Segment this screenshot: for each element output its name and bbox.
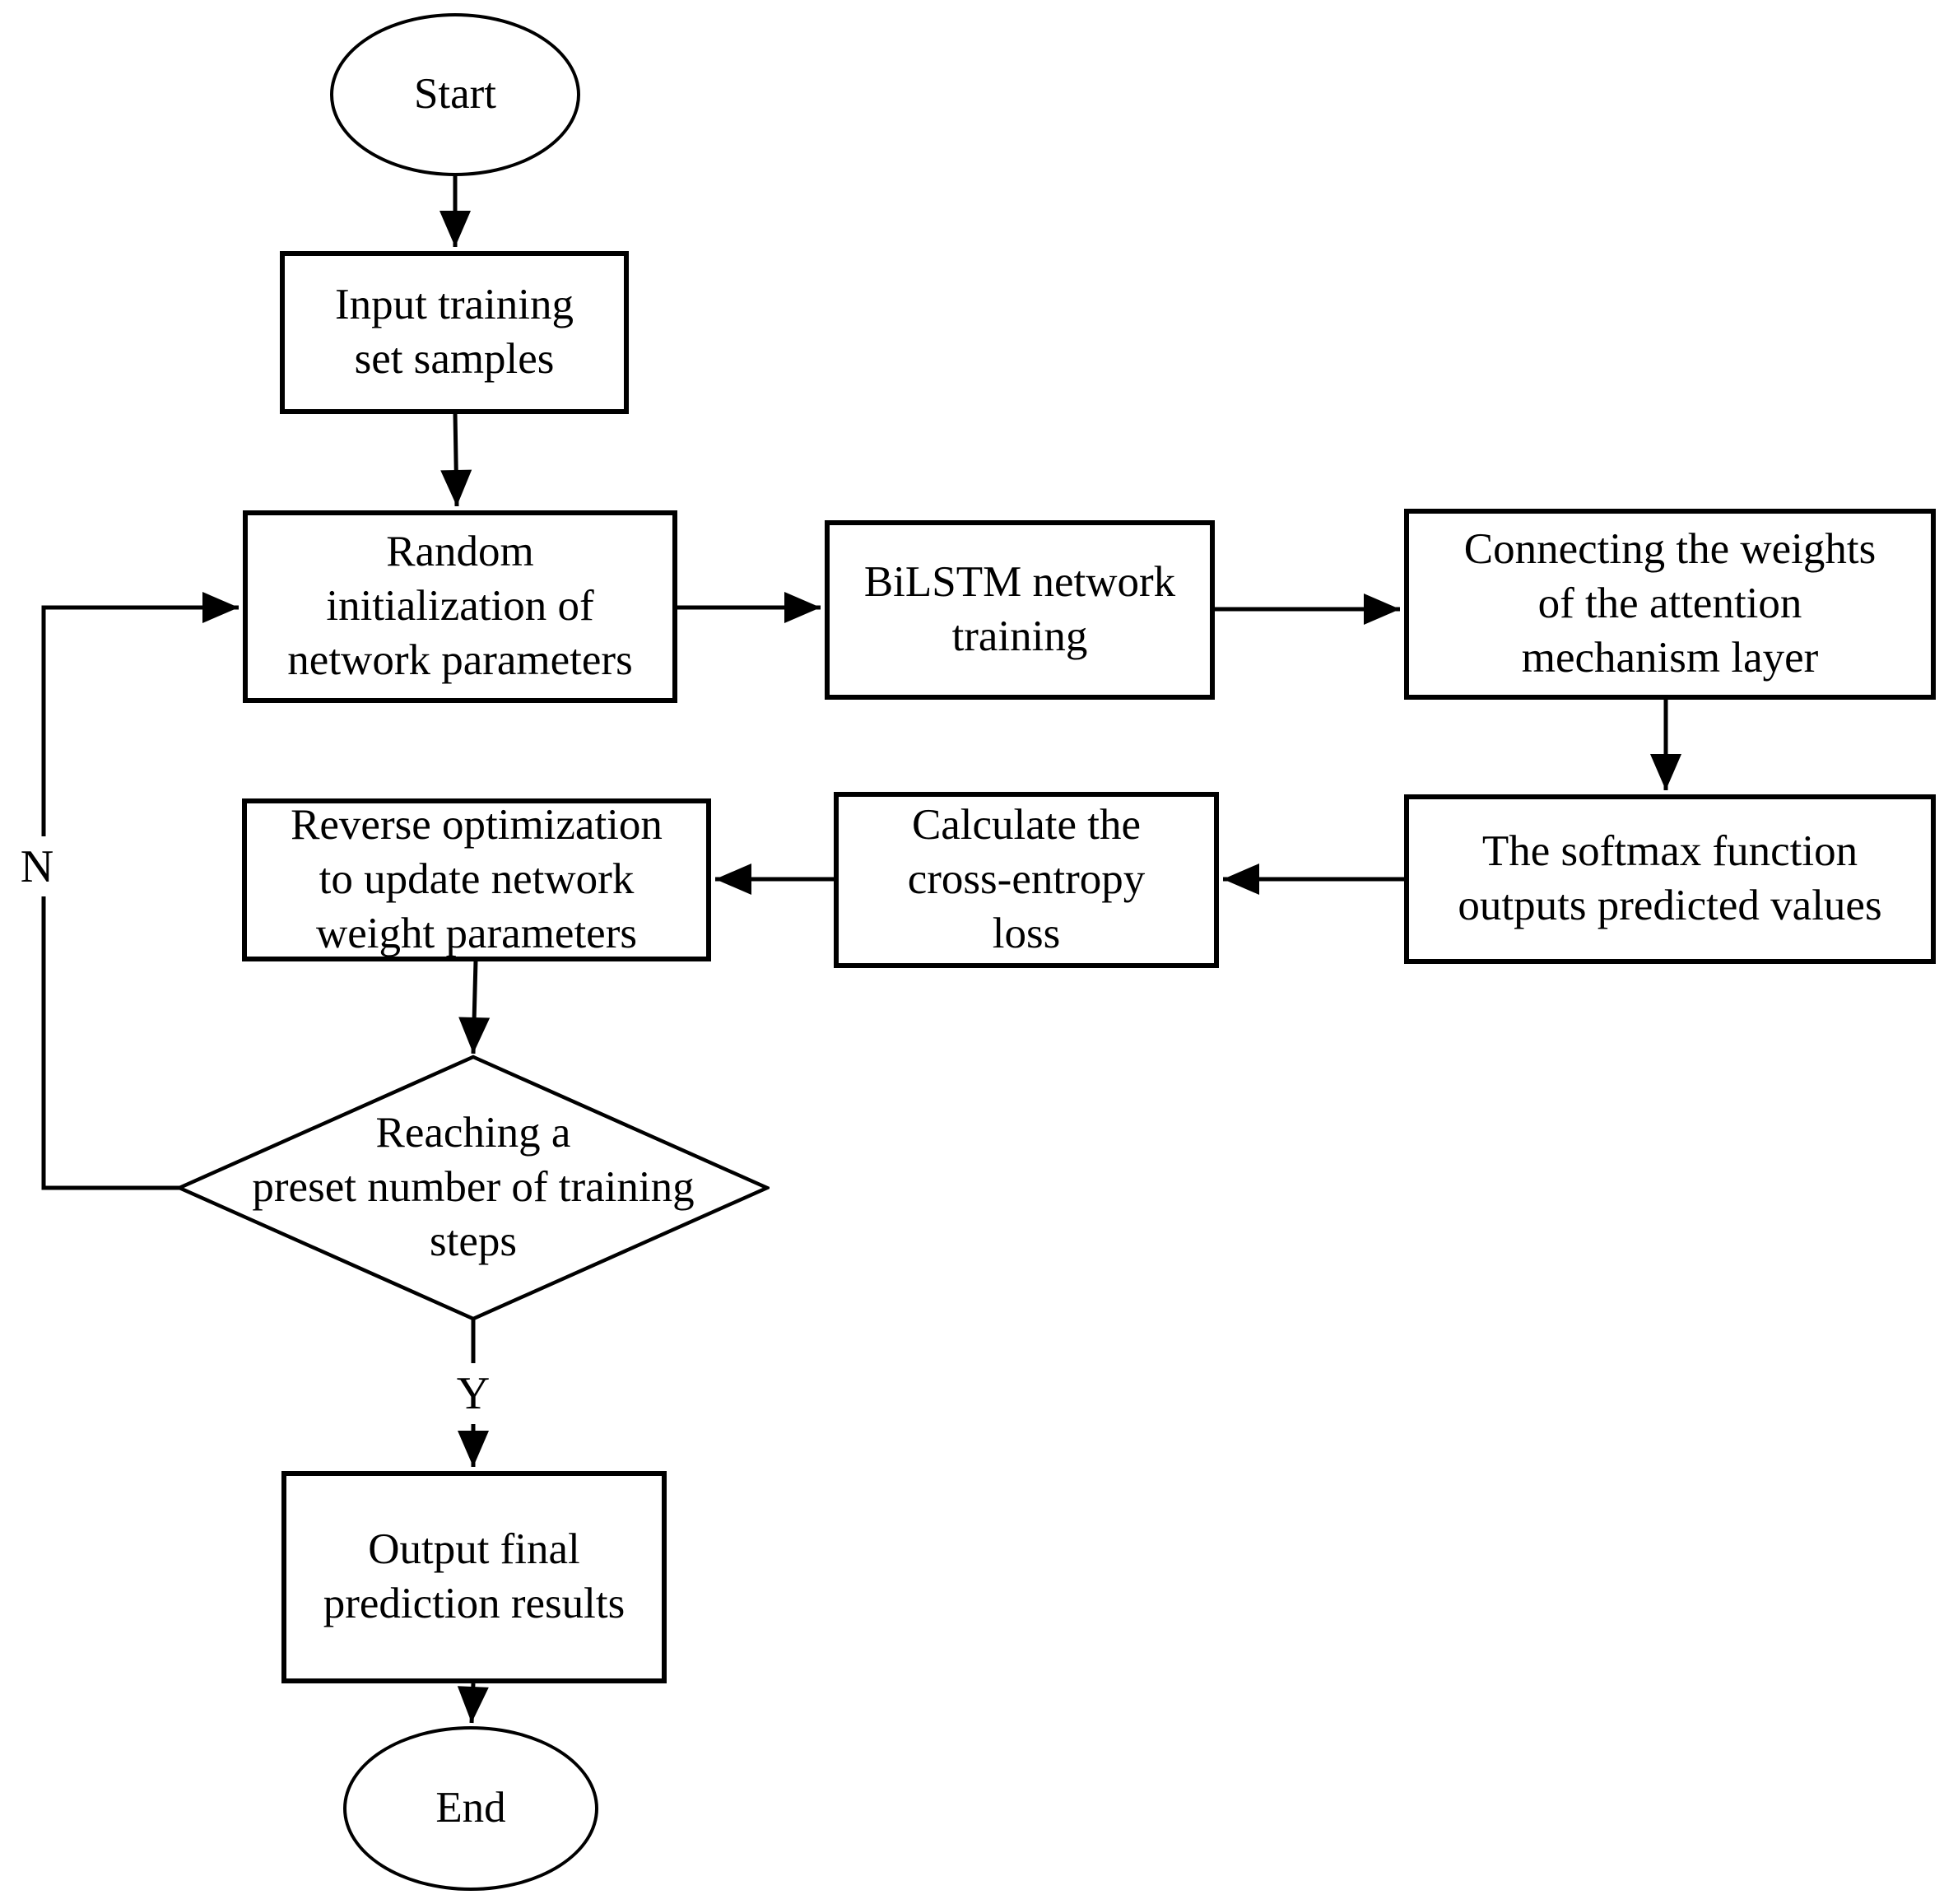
node-bilstm: BiLSTM network training bbox=[825, 520, 1215, 700]
node-start: Start bbox=[330, 13, 580, 176]
edge-decision-no-loop-lower bbox=[41, 896, 184, 1190]
decision-diamond-shape bbox=[177, 1054, 770, 1321]
edge-input-to-random-init bbox=[440, 412, 472, 507]
node-bilstm-label: BiLSTM network training bbox=[863, 558, 1176, 660]
node-decision: Reaching a preset number of training ste… bbox=[177, 1054, 770, 1321]
node-attention: Connecting the weights of the attention … bbox=[1404, 509, 1936, 700]
node-decision-label: Reaching a preset number of training ste… bbox=[252, 1109, 695, 1265]
node-softmax-label: The softmax function outputs predicted v… bbox=[1458, 827, 1882, 929]
node-reverse-opt: Reverse optimization to update network w… bbox=[242, 798, 711, 961]
node-input: Input training set samples bbox=[280, 251, 629, 414]
edge-reverse-opt-to-decision bbox=[458, 960, 491, 1054]
node-cross-entropy-label: Calculate the cross-entropy loss bbox=[907, 801, 1146, 957]
node-output-label: Output final prediction results bbox=[323, 1525, 626, 1627]
node-attention-label: Connecting the weights of the attention … bbox=[1463, 525, 1877, 682]
edge-label-no: N bbox=[8, 838, 66, 896]
node-end-label: End bbox=[435, 1784, 506, 1832]
node-start-label: Start bbox=[413, 70, 497, 119]
node-softmax: The softmax function outputs predicted v… bbox=[1404, 794, 1936, 964]
node-input-label: Input training set samples bbox=[335, 281, 574, 383]
edge-decision-no-loop-upper bbox=[41, 592, 239, 836]
node-random-init: Random initialization of network paramet… bbox=[243, 510, 677, 703]
edge-label-yes: Y bbox=[444, 1365, 502, 1422]
node-cross-entropy: Calculate the cross-entropy loss bbox=[834, 792, 1219, 968]
node-random-init-label: Random initialization of network paramet… bbox=[287, 528, 633, 684]
node-end: End bbox=[343, 1726, 598, 1891]
edge-output-to-end bbox=[457, 1683, 489, 1724]
node-reverse-opt-label: Reverse optimization to update network w… bbox=[291, 801, 663, 957]
node-output: Output final prediction results bbox=[281, 1471, 667, 1683]
